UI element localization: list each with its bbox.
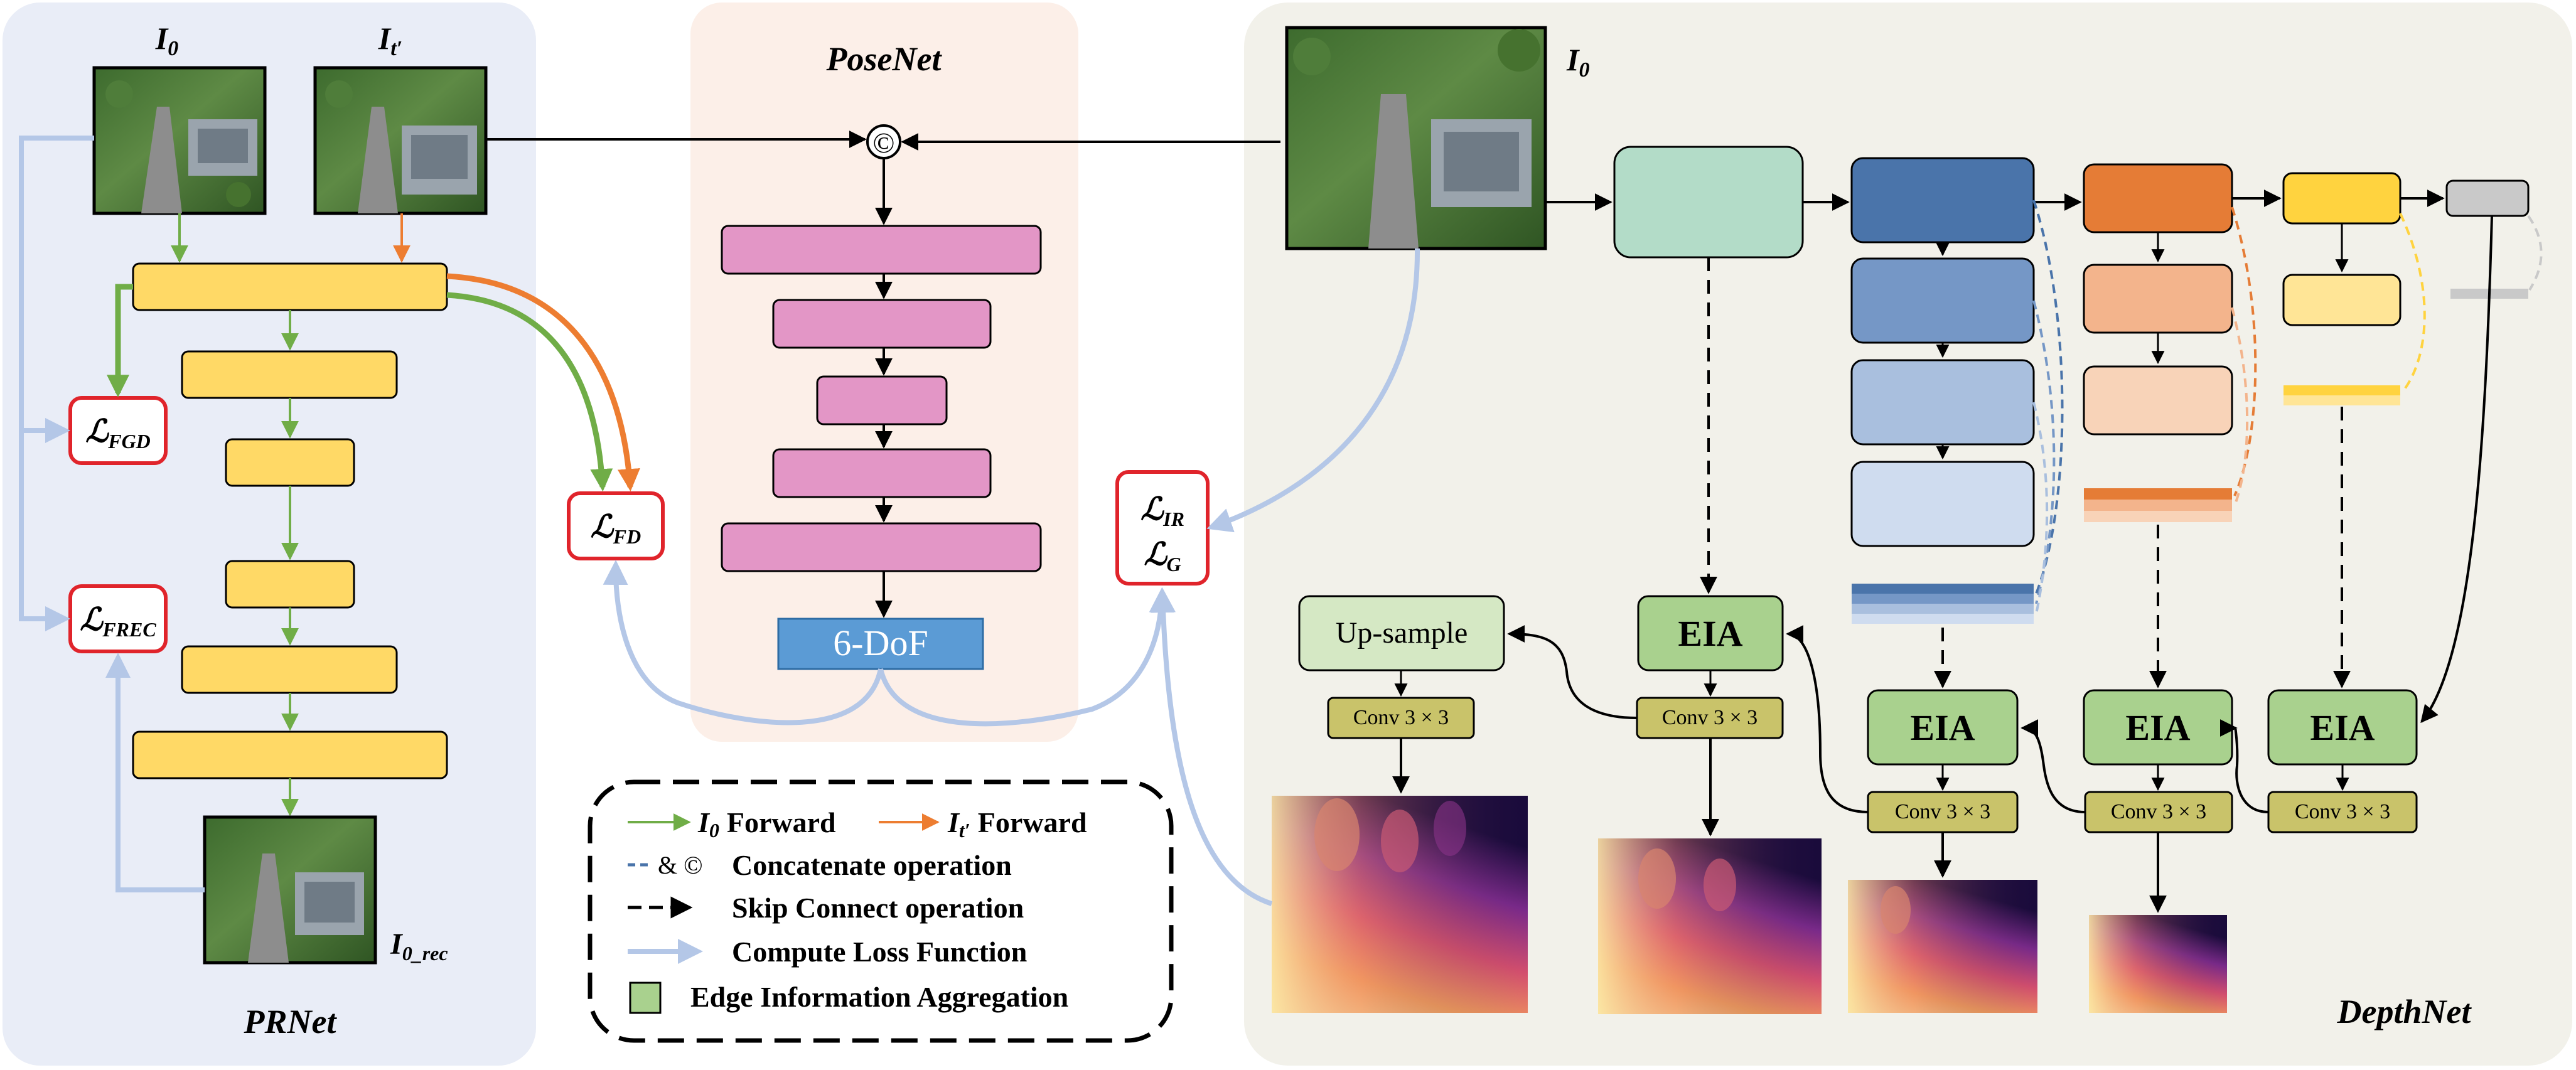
eia-label-3: EIA	[2125, 707, 2190, 748]
posenet-title: PoseNet	[826, 40, 943, 78]
posenet-block-2	[772, 299, 992, 349]
six-dof-label: 6-DoF	[833, 623, 928, 663]
yellow-stage-2	[2282, 274, 2402, 326]
loss-fd: ℒFD	[591, 509, 641, 548]
blue-stage-3	[1850, 359, 2035, 446]
prnet-block-3	[225, 438, 355, 487]
posenet-block-3	[816, 375, 948, 425]
input-image-i0	[92, 66, 267, 215]
eia-label-2: EIA	[1910, 707, 1975, 748]
reconstructed-image	[203, 815, 377, 965]
legend-eia-swatch	[629, 982, 662, 1014]
orange-concat-stack	[2084, 488, 2232, 522]
legend-box	[588, 779, 1174, 1043]
blue-stage-1	[1850, 157, 2035, 243]
posenet-block-1	[721, 225, 1042, 275]
blue-stage-2	[1850, 257, 2035, 344]
eia-label-4: EIA	[2310, 707, 2375, 748]
depthnet-input-image	[1285, 26, 1547, 250]
conv-label-3: Conv 3 × 3	[2111, 800, 2206, 823]
loss-fgd-box	[68, 396, 168, 465]
legend-skip: Skip Connect operation	[732, 892, 1024, 924]
loss-g: ℒG	[1144, 537, 1181, 575]
conv-label-2: Conv 3 × 3	[1895, 800, 1990, 823]
gray-stage-1	[2445, 179, 2530, 217]
prnet-title: PRNet	[244, 1003, 338, 1041]
yellow-concat-stack	[2284, 385, 2400, 405]
depth-map-2	[1598, 838, 1822, 1014]
legend-eia: Edge Information Aggregation	[690, 981, 1068, 1013]
prnet-block-2	[181, 350, 398, 399]
upsample-label: Up-sample	[1336, 616, 1468, 650]
input-image-it	[313, 66, 488, 215]
it-label: It′	[378, 21, 402, 60]
blue-concat-stack	[1852, 584, 2034, 624]
posenet-block-4	[772, 448, 992, 498]
depth-encoder-stem	[1613, 146, 1804, 259]
depth-map-1	[1272, 796, 1528, 1013]
orange-stage-2	[2083, 264, 2233, 334]
orange-stage-1	[2083, 163, 2233, 233]
orange-stage-3	[2083, 365, 2233, 436]
depth-map-3	[1848, 880, 2037, 1013]
loss-frec-box	[68, 584, 168, 653]
depth-map-4	[2089, 915, 2227, 1013]
eia-label-1: EIA	[1678, 613, 1742, 654]
conv-label-4: Conv 3 × 3	[2295, 800, 2390, 823]
prnet-block-5	[181, 645, 398, 694]
blue-stage-4	[1850, 461, 2035, 547]
loss-frec: ℒFREC	[80, 602, 156, 641]
yellow-stage-1	[2282, 172, 2402, 225]
depthnet-title: DepthNet	[2337, 993, 2472, 1030]
prnet-block-1	[132, 262, 448, 311]
conv-label-0: Conv 3 × 3	[1353, 706, 1449, 729]
posenet-block-5	[721, 522, 1042, 572]
prnet-block-4	[225, 560, 355, 609]
loss-fgd: ℒFGD	[85, 414, 151, 452]
i0-label: I0	[155, 21, 178, 60]
legend-it-forward: It′Forward	[947, 806, 1087, 842]
legend-concat-symbol: & ©	[658, 851, 703, 879]
six-dof-output	[777, 618, 984, 670]
loss-fd-box	[567, 491, 665, 560]
prnet-block-6	[132, 730, 448, 779]
i0-rec-label: I0_rec	[390, 928, 448, 965]
concat-symbol: ©	[873, 127, 895, 159]
depthnet-i0-label: I0	[1566, 42, 1589, 82]
legend-loss: Compute Loss Function	[732, 936, 1027, 968]
loss-ir: ℒIR	[1140, 491, 1184, 530]
legend-concat: Concatenate operation	[732, 849, 1012, 881]
conv-label-1: Conv 3 × 3	[1662, 706, 1758, 729]
